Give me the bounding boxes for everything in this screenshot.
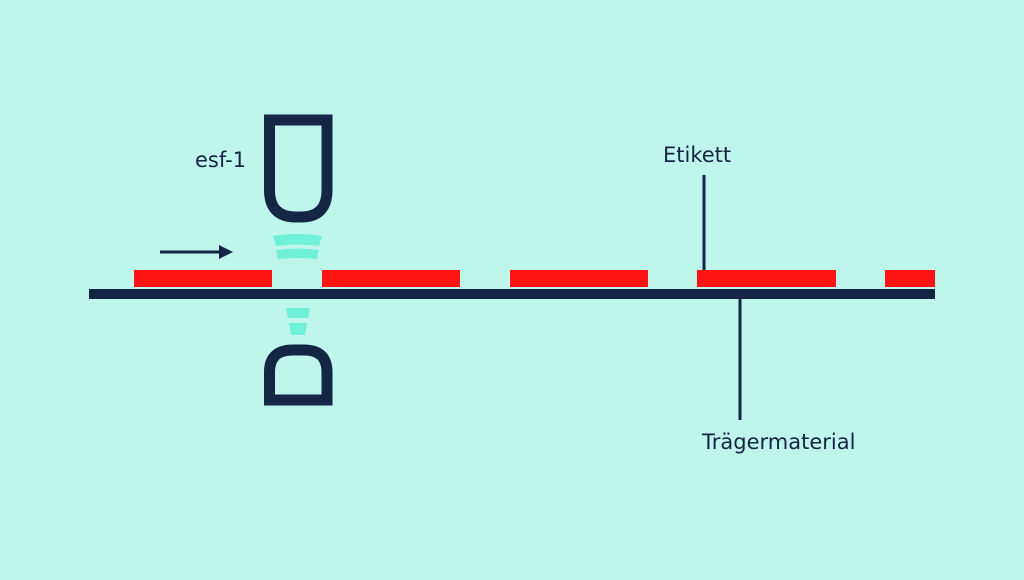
label-segment <box>697 270 836 287</box>
lower-sensor-icon <box>264 344 333 406</box>
carrier-strip <box>89 289 935 299</box>
carrier-label: Trägermaterial <box>702 430 856 454</box>
label-segment <box>510 270 648 287</box>
label-segment <box>134 270 272 287</box>
signal-wave-icon <box>289 323 307 335</box>
signal-wave-icon <box>276 248 319 259</box>
label-segment <box>885 270 935 287</box>
arrow-right-icon <box>160 245 233 259</box>
signal-wave-icon <box>273 234 322 246</box>
sensor-label: esf-1 <box>195 148 247 172</box>
etikett-label: Etikett <box>663 143 732 167</box>
upper-sensor-icon <box>264 114 333 223</box>
label-segment <box>322 270 460 287</box>
signal-wave-icon <box>286 308 310 318</box>
